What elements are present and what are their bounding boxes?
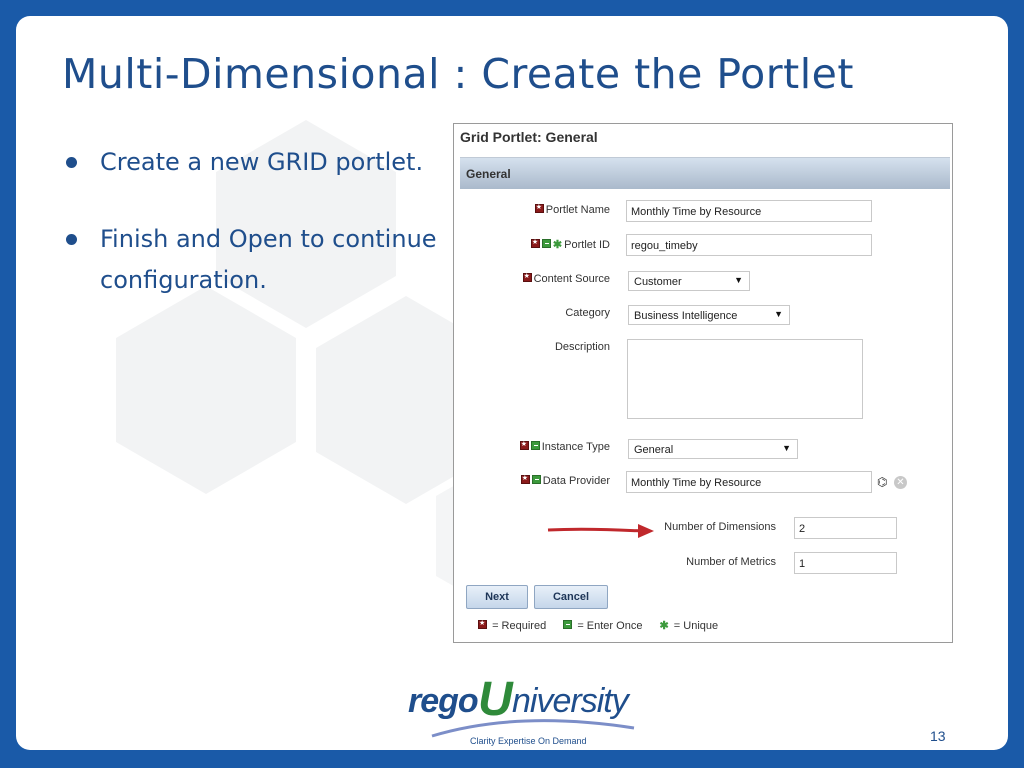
num-metrics-label: Number of Metrics xyxy=(686,556,776,568)
data-provider-row: Data Provider Monthly Time by Resource ⌬… xyxy=(454,471,952,495)
unique-icon: ✱ xyxy=(659,620,669,632)
num-dimensions-input[interactable]: 2 xyxy=(794,517,897,539)
binoculars-icon[interactable]: ⌬ xyxy=(877,475,888,489)
num-dimensions-row: Number of Dimensions 2 xyxy=(454,517,952,541)
bullet-item: Create a new GRID portlet. xyxy=(66,142,456,183)
legend-unique: ✱ = Unique xyxy=(659,620,719,632)
section-title: General xyxy=(466,167,511,181)
bullet-dot xyxy=(66,234,77,245)
clear-icon[interactable]: ✕ xyxy=(894,476,907,489)
num-dimensions-label: Number of Dimensions xyxy=(664,521,776,533)
bullet-list: Create a new GRID portlet. Finish and Op… xyxy=(66,142,456,337)
data-provider-label: Data Provider xyxy=(520,474,610,487)
unique-icon: ✱ xyxy=(552,239,563,251)
rego-university-logo: rego U niversity Clarity Expertise On De… xyxy=(408,673,638,750)
portlet-name-row: Portlet Name Monthly Time by Resource xyxy=(454,200,952,224)
form-title: Grid Portlet: General xyxy=(460,129,598,145)
category-select[interactable]: Business Intelligence▼ xyxy=(628,305,790,325)
enter-once-icon xyxy=(531,475,541,484)
bullet-text: Create a new GRID portlet. xyxy=(100,148,424,176)
instance-type-label: Instance Type xyxy=(519,440,610,453)
bullet-dot xyxy=(66,157,77,168)
content-source-row: Content Source Customer▼ xyxy=(454,269,952,293)
enter-once-icon xyxy=(563,620,573,629)
required-icon xyxy=(522,272,532,282)
description-textarea[interactable] xyxy=(627,339,863,419)
content-source-label: Content Source xyxy=(522,272,610,285)
page-number: 13 xyxy=(930,728,946,744)
category-row: Category Business Intelligence▼ xyxy=(454,303,952,327)
portlet-name-label: Portlet Name xyxy=(534,203,610,216)
required-icon xyxy=(520,474,530,484)
slide: Multi-Dimensional : Create the Portlet C… xyxy=(16,16,1008,750)
bullet-text: Finish and Open to continue configuratio… xyxy=(100,225,437,294)
instance-type-row: Instance Type General▼ xyxy=(454,437,952,461)
required-icon xyxy=(534,203,544,213)
legend-required: = Required xyxy=(478,619,546,632)
portlet-id-input[interactable]: regou_timeby xyxy=(626,234,872,256)
enter-once-icon xyxy=(530,441,540,450)
content-source-select[interactable]: Customer▼ xyxy=(628,271,750,291)
portlet-id-row: ✱Portlet ID regou_timeby xyxy=(454,234,952,258)
legend-enter-once: = Enter Once xyxy=(563,620,642,632)
dropdown-arrow-icon: ▼ xyxy=(734,275,743,285)
dropdown-arrow-icon: ▼ xyxy=(782,443,791,453)
required-icon xyxy=(519,440,529,450)
logo-swoosh xyxy=(431,719,635,738)
slide-title: Multi-Dimensional : Create the Portlet xyxy=(62,50,854,98)
category-label: Category xyxy=(565,307,610,319)
portlet-name-input[interactable]: Monthly Time by Resource xyxy=(626,200,872,222)
data-provider-input[interactable]: Monthly Time by Resource xyxy=(626,471,872,493)
portlet-id-label: ✱Portlet ID xyxy=(530,238,610,251)
cancel-button[interactable]: Cancel xyxy=(534,585,608,609)
enter-once-icon xyxy=(541,239,551,248)
instance-type-select[interactable]: General▼ xyxy=(628,439,798,459)
dropdown-arrow-icon: ▼ xyxy=(774,309,783,319)
next-button[interactable]: Next xyxy=(466,585,528,609)
section-header: General xyxy=(460,157,950,189)
legend: = Required = Enter Once ✱ = Unique xyxy=(478,619,732,632)
bullet-item: Finish and Open to continue configuratio… xyxy=(66,219,456,301)
description-row: Description xyxy=(454,337,952,419)
description-label: Description xyxy=(554,341,610,353)
grid-portlet-screenshot: Grid Portlet: General General Portlet Na… xyxy=(453,123,953,643)
num-metrics-row: Number of Metrics 1 xyxy=(454,552,952,576)
required-icon xyxy=(530,238,540,248)
red-arrow-icon xyxy=(547,524,654,538)
required-icon xyxy=(478,619,487,629)
num-metrics-input[interactable]: 1 xyxy=(794,552,897,574)
